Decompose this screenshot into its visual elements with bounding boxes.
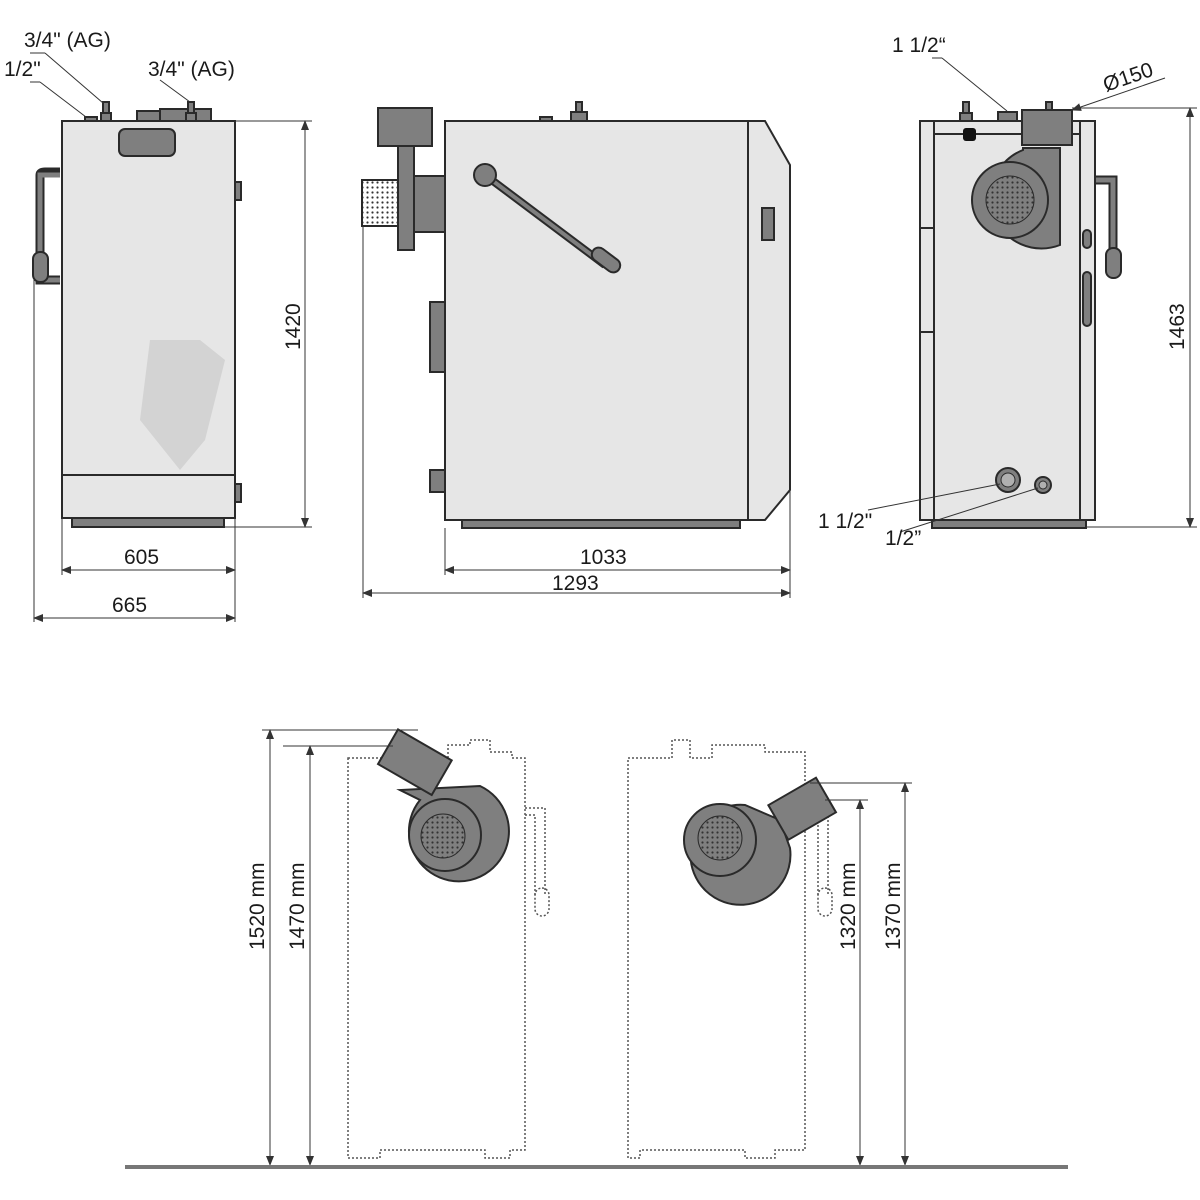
logo-watermark [140,340,225,470]
inspection-cover [118,128,176,157]
dim-width-total: 665 [112,594,147,617]
fan-variant-left: 1520 mm 1470 mm [246,728,550,1166]
burner-mesh [361,179,399,227]
label-front-fitting-right: 3/4" (AG) [148,58,235,81]
fan-outlet-left [376,728,454,797]
label-front-fitting-left: 3/4" (AG) [24,29,111,52]
dim-height-rear: 1463 [1166,303,1189,350]
dim-depth-total: 1293 [552,572,599,595]
label-rear-bottom-large: 1 1/2" [818,510,872,533]
label-rear-top-connection: 1 1/2“ [892,34,946,57]
side-view: 1033 1293 [361,101,791,598]
dim-left-outer: 1520 mm [246,862,269,950]
base-plate [71,517,225,528]
front-panel [61,120,236,519]
fan-variant-right: 1320 mm 1370 mm [627,739,912,1166]
boiler-outline-dotted [347,739,526,1159]
dim-right-outer: 1370 mm [882,862,905,950]
label-rear-bottom-small: 1/2” [885,527,921,550]
fan-outlet-right [766,776,838,842]
dim-right-inner: 1320 mm [837,862,860,950]
rear-flue-outlet [1021,109,1073,146]
dim-height-front: 1420 [282,303,305,350]
handle-grip [32,251,49,283]
boiler-outline-dotted [627,739,806,1159]
dim-width-body: 605 [124,546,159,569]
label-front-fitting-small: 1/2" [4,58,41,81]
rear-view: 1 1/2“ Ø150 1463 1 1/2" 1/2” [818,34,1197,550]
front-view: 3/4" (AG) 1/2" 3/4" (AG) 1420 605 665 [4,29,312,622]
side-door [747,120,791,521]
lever-grip [590,246,622,274]
flue-outlet [377,107,433,147]
dim-depth-body: 1033 [580,546,627,569]
lever-pivot [473,163,497,187]
dim-left-inner: 1470 mm [286,862,309,950]
